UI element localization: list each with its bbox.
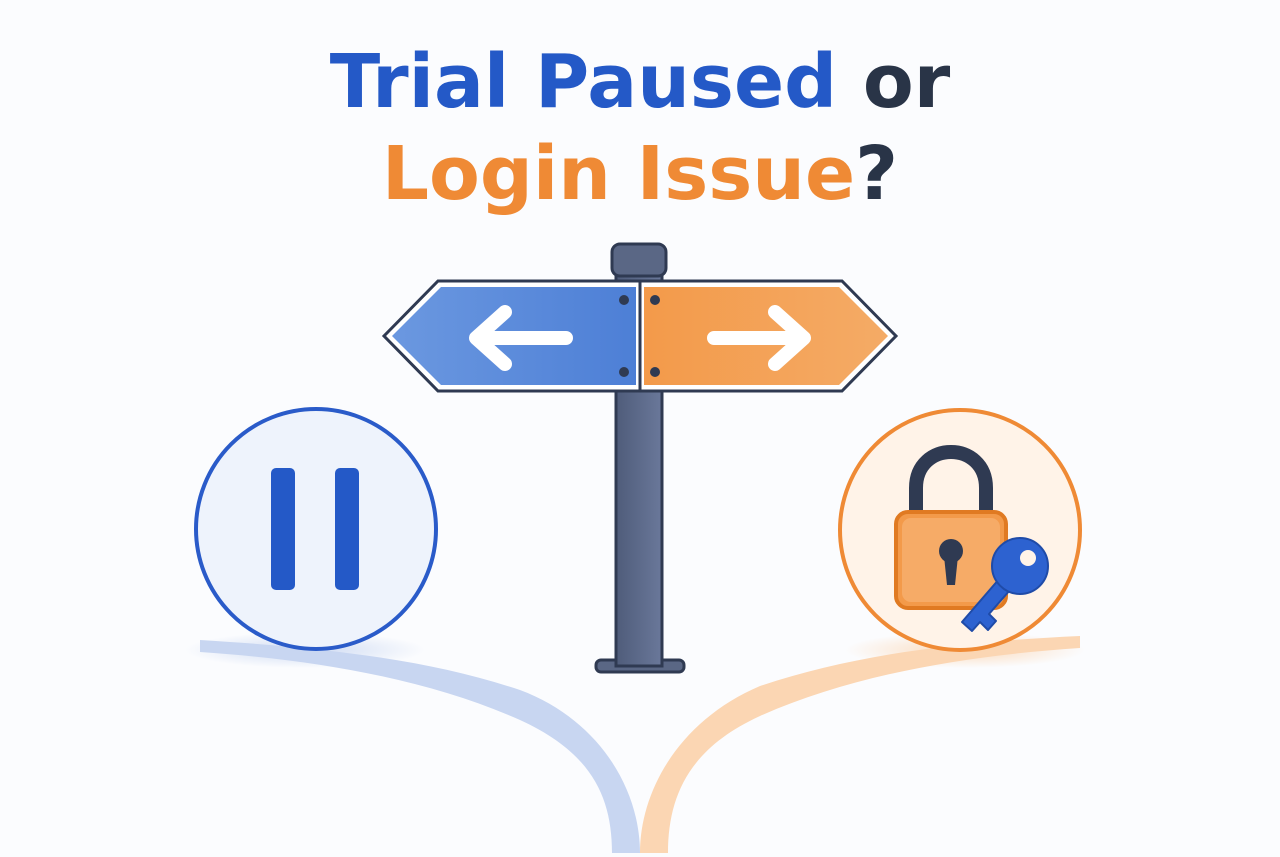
arrow-left-icon <box>469 305 573 371</box>
headline-line-2: Login Issue? <box>0 128 1280 220</box>
headline-line-1: Trial Paused or <box>0 36 1280 128</box>
right-sign <box>638 279 899 393</box>
headline-highlight-orange: Login Issue <box>381 131 856 217</box>
headline-question-mark: ? <box>855 131 899 217</box>
sign-bolt <box>619 295 629 305</box>
orange-path <box>640 636 1080 853</box>
headline-highlight-blue: Trial Paused <box>329 39 838 125</box>
left-sign <box>381 279 642 393</box>
arrow-right-icon <box>707 305 811 371</box>
pause-option <box>194 407 438 651</box>
login-option <box>838 408 1082 652</box>
headline: Trial Paused or Login Issue? <box>0 36 1280 220</box>
pause-icon <box>271 468 359 590</box>
sign-bolt <box>650 367 660 377</box>
headline-connector: or <box>837 39 951 125</box>
padlock-with-key-icon <box>894 445 1049 632</box>
sign-bolt <box>619 367 629 377</box>
signpost-icon <box>594 242 686 674</box>
blue-path <box>200 640 640 853</box>
sign-bolt <box>650 295 660 305</box>
